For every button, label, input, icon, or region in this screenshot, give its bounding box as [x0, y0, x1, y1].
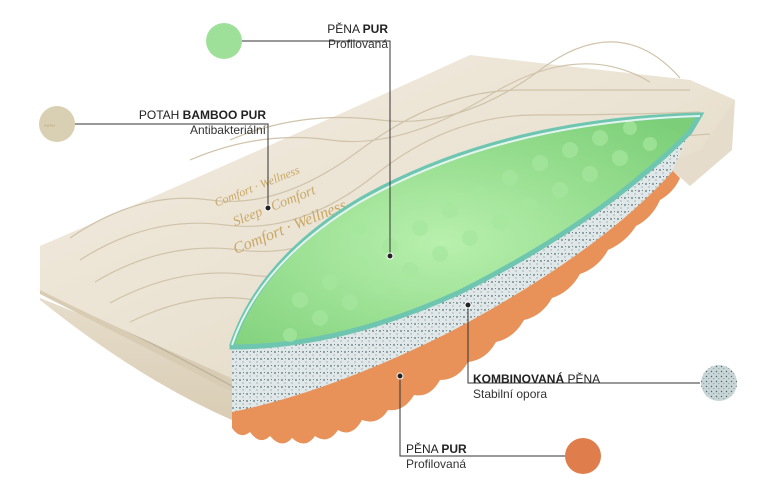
callout-combined-title: KOMBINOVANÁ PĚNA	[473, 372, 601, 386]
callout-foam-bottom-sub: Profilovaná	[406, 457, 467, 471]
swatch-green-foam	[206, 23, 242, 59]
swatch-combined-foam	[701, 365, 737, 401]
callout-cover-title: POTAH BAMBOO PUR	[138, 108, 266, 122]
mattress-side	[40, 246, 232, 420]
leader-cover	[75, 123, 269, 208]
callout-cover-sub: Antibakteriální	[189, 123, 266, 137]
leader-combined	[467, 305, 700, 384]
callout-foam-top-sub: Profilovaná	[327, 37, 388, 51]
cover-cut-edge	[231, 115, 701, 346]
callout-combined-sub: Stabilní opora	[473, 387, 548, 401]
callout-cover: POTAH BAMBOO PUR Antibakteriální	[120, 108, 266, 138]
leader-lines	[75, 40, 700, 457]
callout-combined: KOMBINOVANÁ PĚNA Stabilní opora	[473, 372, 600, 402]
combined-foam-layer	[232, 130, 690, 412]
leader-foam-top	[240, 40, 391, 256]
callout-foam-top: PĚNA PUR Profilovaná	[300, 22, 388, 52]
swatch-orange-foam	[565, 438, 601, 474]
swatch-cover-mark: ~~	[44, 121, 55, 132]
callout-foam-bottom: PĚNA PUR Profilovaná	[406, 442, 467, 472]
leader-foam-bottom	[399, 376, 565, 457]
swatch-cover	[39, 106, 75, 142]
callout-foam-top-title: PĚNA PUR	[327, 22, 388, 36]
orange-foam-layer	[232, 170, 680, 444]
leader-dots	[264, 204, 472, 380]
callout-foam-bottom-title: PĚNA PUR	[406, 442, 467, 456]
